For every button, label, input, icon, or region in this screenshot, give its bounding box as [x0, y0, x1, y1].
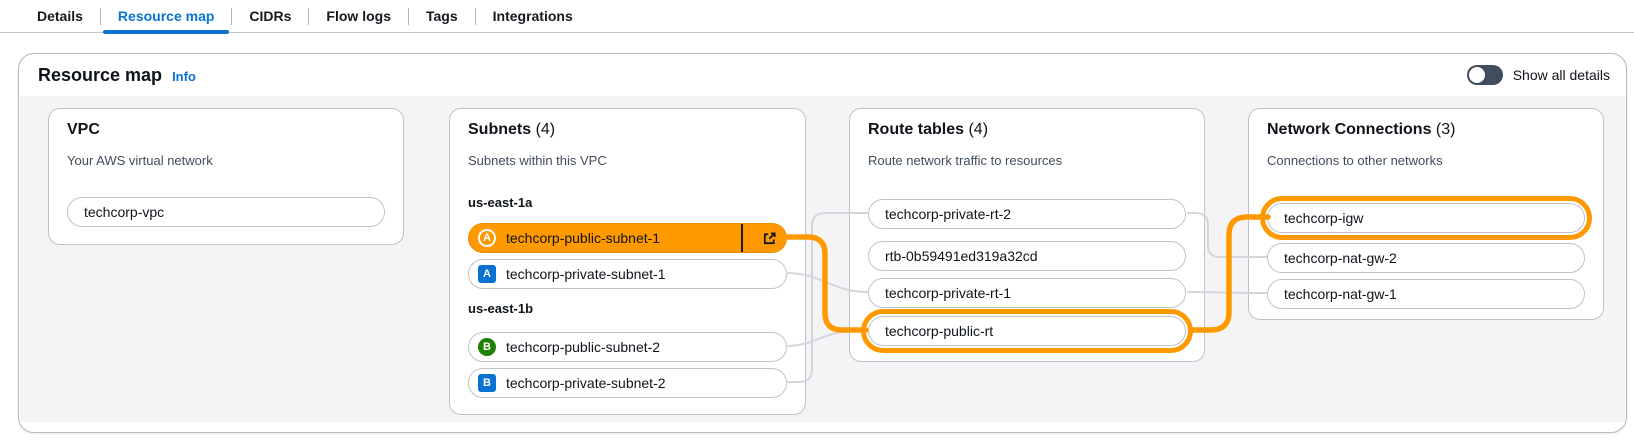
info-link[interactable]: Info: [172, 68, 196, 84]
network-connections-card-title: Network Connections (3): [1267, 121, 1455, 139]
tab-divider: [231, 7, 233, 25]
route-tables-card: Route tables (4) Route network traffic t…: [849, 108, 1205, 362]
external-link-icon[interactable]: [753, 224, 786, 252]
resource-map-header: Resource map Info Show all details: [19, 54, 1626, 96]
network-connection-item[interactable]: techcorp-nat-gw-1: [1267, 279, 1585, 309]
tab-divider: [99, 7, 101, 25]
tab-bar: Details Resource map CIDRs Flow logs Tag…: [0, 0, 1634, 34]
vpc-card: VPC Your AWS virtual network techcorp-vp…: [48, 108, 404, 245]
tab-resource-map[interactable]: Resource map: [101, 0, 231, 34]
route-table-item[interactable]: techcorp-private-rt-2: [868, 199, 1186, 229]
network-connections-title-text: Network Connections: [1267, 121, 1432, 138]
vpc-card-title: VPC: [67, 121, 100, 138]
subnet-item-public-2[interactable]: B techcorp-public-subnet-2: [468, 332, 787, 362]
route-table-item-label: techcorp-public-rt: [885, 323, 994, 339]
tab-divider: [474, 7, 476, 25]
network-connections-card: Network Connections (3) Connections to o…: [1248, 108, 1604, 320]
subnets-card-title: Subnets (4): [468, 121, 555, 139]
tab-tags[interactable]: Tags: [425, 8, 458, 24]
subnet-item-private-1[interactable]: A techcorp-private-subnet-1: [468, 259, 787, 289]
subnet-badge-icon: A: [478, 265, 496, 283]
network-connection-item-label: techcorp-nat-gw-2: [1284, 250, 1397, 266]
subnet-item-label: techcorp-private-subnet-2: [506, 375, 666, 391]
route-table-item-label: techcorp-private-rt-1: [885, 285, 1012, 301]
route-tables-card-subtitle: Route network traffic to resources: [868, 153, 1063, 168]
subnet-item-label: techcorp-public-subnet-1: [506, 230, 661, 246]
network-connections-count: (3): [1435, 121, 1456, 138]
subnet-item-public-1[interactable]: A techcorp-public-subnet-1: [468, 223, 787, 253]
route-tables-count: (4): [968, 121, 989, 138]
network-connection-item-label: techcorp-nat-gw-1: [1284, 286, 1397, 302]
network-connections-card-subtitle: Connections to other networks: [1267, 153, 1443, 168]
route-table-item[interactable]: techcorp-private-rt-1: [868, 278, 1186, 308]
panel-title: Resource map: [38, 64, 163, 85]
tab-flow-logs[interactable]: Flow logs: [326, 8, 391, 24]
subnet-badge-icon: B: [478, 338, 496, 356]
route-tables-card-title: Route tables (4): [868, 121, 988, 139]
route-table-item-label: rtb-0b59491ed319a32cd: [885, 248, 1038, 264]
network-connection-item-igw[interactable]: techcorp-igw: [1260, 196, 1592, 240]
toggle-knob: [1468, 67, 1485, 83]
vpc-item[interactable]: techcorp-vpc: [67, 197, 385, 227]
vpc-card-subtitle: Your AWS virtual network: [67, 153, 213, 168]
tab-divider: [407, 7, 409, 25]
subnet-item-private-2[interactable]: B techcorp-private-subnet-2: [468, 368, 787, 398]
az-group-label-us-east-1a: us-east-1a: [468, 195, 533, 210]
route-table-item-public-rt[interactable]: techcorp-public-rt: [861, 309, 1193, 353]
subnets-title-text: Subnets: [468, 121, 532, 138]
network-connection-item[interactable]: techcorp-nat-gw-2: [1267, 243, 1585, 273]
subnet-badge-icon: A: [478, 229, 496, 247]
subnet-item-label: techcorp-public-subnet-2: [506, 339, 661, 355]
pill-separator: [741, 224, 743, 252]
network-connection-item-label: techcorp-igw: [1284, 210, 1364, 226]
tab-details[interactable]: Details: [37, 8, 83, 24]
tab-integrations[interactable]: Integrations: [492, 8, 573, 24]
toggle-label: Show all details: [1512, 67, 1610, 83]
resource-map-canvas: VPC Your AWS virtual network techcorp-vp…: [20, 96, 1625, 422]
subnets-count: (4): [535, 121, 556, 138]
subnets-card: Subnets (4) Subnets within this VPC us-e…: [449, 108, 806, 415]
subnet-badge-icon: B: [478, 374, 496, 392]
tab-divider: [308, 7, 310, 25]
show-all-details-toggle[interactable]: [1466, 65, 1503, 85]
subnet-item-label: techcorp-private-subnet-1: [506, 266, 666, 282]
route-tables-title-text: Route tables: [868, 121, 965, 138]
resource-map-panel: Resource map Info Show all details VPC Y…: [18, 53, 1627, 433]
tab-cidrs[interactable]: CIDRs: [249, 8, 292, 24]
route-table-item-label: techcorp-private-rt-2: [885, 206, 1012, 222]
route-table-item[interactable]: rtb-0b59491ed319a32cd: [868, 241, 1186, 271]
subnets-card-subtitle: Subnets within this VPC: [468, 153, 607, 168]
vpc-item-label: techcorp-vpc: [84, 204, 165, 220]
az-group-label-us-east-1b: us-east-1b: [468, 301, 534, 316]
